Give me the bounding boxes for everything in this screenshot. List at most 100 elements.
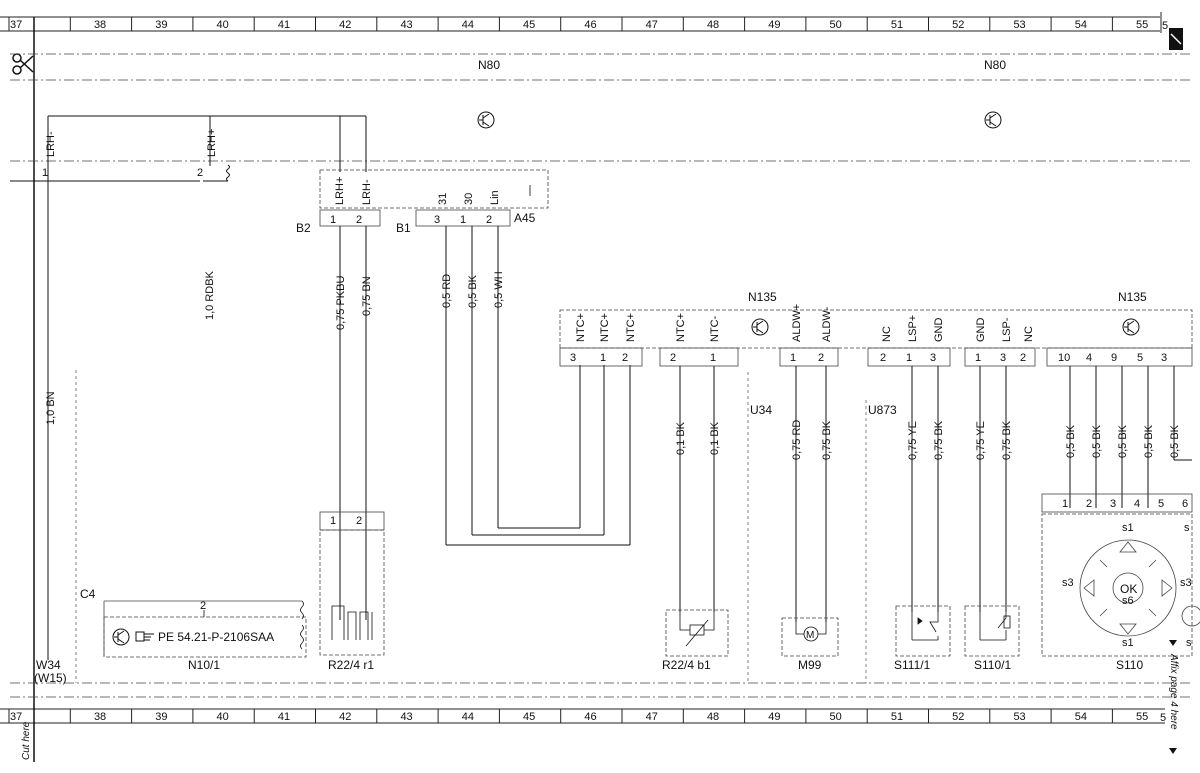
pin-30: 30 — [463, 193, 475, 205]
grid-number: 51 — [891, 711, 903, 723]
pin-name: LSP- — [1001, 317, 1013, 342]
pin-name: NTC+ — [675, 313, 687, 342]
module-n80-right: N80 — [984, 58, 1006, 72]
pin-number: 2 — [880, 352, 886, 364]
grid-number: 47 — [646, 19, 658, 31]
ok-label: OK — [1120, 582, 1137, 596]
pin-number: 2 — [670, 352, 676, 364]
connector-w34: W34 — [36, 658, 61, 672]
wire-label-pkbu: 0,75 PKBU — [335, 276, 347, 330]
grid-number: 46 — [584, 19, 596, 31]
n135-connector — [559, 309, 1193, 367]
top-grid-band — [0, 16, 1160, 32]
svg-text:2: 2 — [356, 214, 362, 226]
grid-number: 53 — [1013, 711, 1025, 723]
svg-text:2: 2 — [200, 600, 206, 612]
scissors-icon — [12, 53, 34, 75]
wire-label-bk: 0,5 BK — [467, 274, 479, 308]
svg-text:1: 1 — [460, 214, 466, 226]
transistor-icon — [984, 111, 1002, 129]
grid-number: 55 — [1136, 711, 1148, 723]
module-n80-left: N80 — [478, 58, 500, 72]
wire-label-075bk-a: 0,75 BK — [821, 420, 833, 460]
connector-n135-left: N135 — [748, 290, 777, 304]
m99-motor — [781, 617, 839, 657]
pin-name: NTC+ — [599, 313, 611, 342]
transistor-icon — [1122, 318, 1140, 336]
grid-number: 46 — [584, 711, 596, 723]
connector-n135-right: N135 — [1118, 290, 1147, 304]
grid-number: 44 — [462, 711, 474, 723]
pin-name: NC — [1023, 326, 1035, 342]
component-r22-b1: R22/4 b1 — [662, 658, 711, 672]
pin-number: 9 — [1111, 352, 1117, 364]
svg-text:2: 2 — [197, 167, 203, 179]
pin-name: LSP+ — [907, 315, 919, 342]
svg-text:2: 2 — [486, 214, 492, 226]
grid-number: 47 — [646, 711, 658, 723]
grid-number: 48 — [707, 19, 719, 31]
s110-pin-number: 2 — [1086, 498, 1092, 510]
svg-text:1: 1 — [330, 214, 336, 226]
s6-label: s6 — [1122, 595, 1134, 607]
pe-reference: PE 54.21-P-2106SAA — [158, 630, 274, 644]
motor-symbol: M — [806, 630, 814, 641]
pointing-hand-icon — [135, 631, 154, 642]
pin-number: 3 — [930, 352, 936, 364]
grid-number: 53 — [1013, 19, 1025, 31]
grid-number: 42 — [339, 711, 351, 723]
pin-lrh-plus: LRH+ — [334, 177, 346, 205]
grid-number: 37 — [10, 19, 22, 31]
pin-number: 1 — [975, 352, 981, 364]
pin-lin: Lin — [489, 190, 501, 205]
a45-connector — [319, 169, 549, 227]
grid-number: 52 — [952, 711, 964, 723]
pin-number: 1 — [710, 352, 716, 364]
wire-label-rd: 0,5 RD — [441, 274, 453, 308]
pin-number: 3 — [1000, 352, 1006, 364]
pin-name: NTC+ — [575, 313, 587, 342]
corner-right-top: 5 — [1162, 20, 1168, 32]
pin-number: 3 — [570, 352, 576, 364]
connector-u873: U873 — [868, 403, 897, 417]
grid-number: 43 — [400, 19, 412, 31]
component-s110-1: S110/1 — [974, 658, 1011, 672]
pin-number: 1 — [906, 352, 912, 364]
module-separators — [10, 53, 1192, 698]
grid-number: 39 — [155, 19, 167, 31]
grid-number: 51 — [891, 19, 903, 31]
right-edge: 5 5 — [1160, 12, 1183, 724]
s-top-right: s — [1184, 522, 1190, 534]
grid-number: 38 — [94, 19, 106, 31]
wire-label-wh: 0,5 WH — [493, 271, 505, 308]
component-s110: S110 — [1116, 658, 1143, 672]
grid-number: 49 — [768, 711, 780, 723]
svg-text:1: 1 — [42, 167, 48, 179]
connector-u34: U34 — [750, 403, 772, 417]
wire-label-05bk-2: 0,5 BK — [1091, 424, 1103, 458]
s1-top-label: s1 — [1122, 522, 1134, 534]
pin-number: 1 — [790, 352, 796, 364]
pin-name: ALDW+ — [791, 304, 803, 342]
s110-pin-number: 4 — [1134, 498, 1140, 510]
grid-number: 37 — [10, 711, 22, 723]
grid-number: 38 — [94, 711, 106, 723]
s110-pin-number: 5 — [1158, 498, 1164, 510]
corner-right-bottom: 5 — [1160, 712, 1166, 724]
transistor-icon — [477, 111, 495, 129]
s110-pin-number: 3 — [1110, 498, 1116, 510]
svg-text:1: 1 — [330, 515, 336, 527]
pin-name: ALDW- — [821, 306, 833, 342]
s110-pin-number: 1 — [1062, 498, 1068, 510]
s110-control-pad — [1041, 493, 1200, 657]
wire-label-lrh-plus-left: LRH+ — [206, 129, 218, 157]
grid-number: 41 — [278, 711, 290, 723]
pin-31: 31 — [437, 193, 449, 205]
pin-lrh-minus: LRH- — [361, 179, 373, 205]
